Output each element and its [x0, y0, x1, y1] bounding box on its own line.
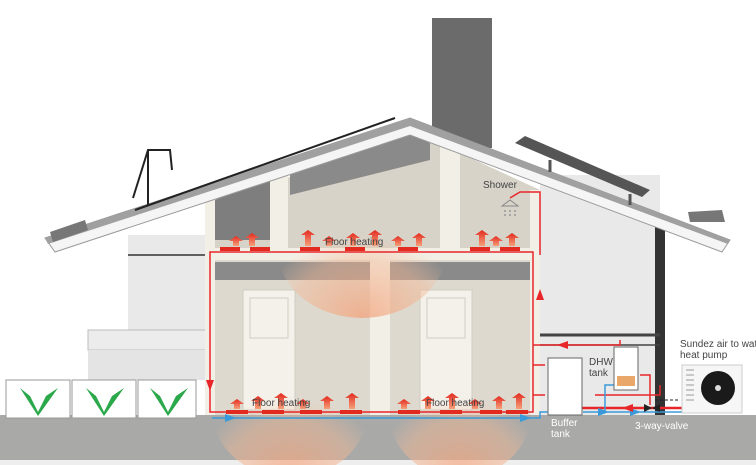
ground [0, 415, 756, 460]
dhw-tank-label-2: tank [589, 368, 609, 379]
heat-arrows [220, 230, 528, 414]
three-way-valve-icon [644, 399, 680, 412]
heat-arrow-icon [320, 396, 334, 409]
heat-arrow-icon [229, 236, 243, 246]
planters [5, 379, 197, 419]
heat-arrow-icon [397, 399, 411, 409]
floor-heater-pad [345, 247, 365, 251]
heat-arrow-icon [368, 230, 382, 246]
hot-flow-arrow [206, 380, 214, 391]
heat-arrow-icon [230, 399, 244, 409]
shower-label: Shower [483, 180, 518, 191]
heat-arrow-icon [245, 233, 259, 246]
floor-heater-pad [500, 247, 520, 251]
heat-arrow-icon [492, 396, 506, 409]
buffer-tank-label: Buffer [551, 418, 578, 429]
heat-arrow-icon [296, 399, 310, 409]
heat-arrow-icon [274, 393, 288, 409]
hot-flow-arrow [622, 404, 633, 412]
buffer-tank-label-2: tank [551, 429, 571, 440]
heat-arrow-icon [421, 396, 435, 409]
heat-arrow-icon [412, 233, 426, 246]
cold-flow-arrow [520, 414, 531, 422]
roof [44, 117, 731, 253]
floor-heater-pad [300, 410, 322, 414]
floor-heater-pad [262, 410, 284, 414]
floor-heater-pad [506, 410, 528, 414]
floor-heater-pad [250, 247, 270, 251]
heat-pump-unit [681, 364, 743, 414]
heat-arrow-icon [391, 236, 405, 246]
solar-panel-left [132, 117, 396, 211]
floor-heater-pad [440, 410, 462, 414]
floor-heating-label-top: Floor heating [325, 237, 383, 248]
solar-panel-right [515, 136, 650, 205]
heat-arrow-icon [445, 393, 459, 409]
floor-heater-pad [480, 410, 502, 414]
floor-heater-pad [398, 410, 420, 414]
floor-heating-label-right: Floor heating [426, 398, 484, 409]
heat-arrow-icon [322, 236, 336, 246]
heat-arrow-icon [251, 396, 265, 409]
heat-arrow-icon [489, 236, 503, 246]
heat-glow-right [388, 342, 532, 465]
floor-heater-pad [470, 247, 490, 251]
three-way-valve-label: 3-way-valve [635, 421, 689, 432]
cold-flow-arrow [225, 414, 236, 422]
chimney [432, 18, 492, 148]
floor-heater-pad [398, 247, 418, 251]
floor-heater-pad [226, 410, 248, 414]
heat-arrow-icon [475, 230, 489, 246]
floor-heater-pad [340, 410, 362, 414]
shower-icon [500, 199, 520, 216]
heat-arrow-icon [345, 393, 359, 409]
floor-heater-pad [220, 247, 240, 251]
floor-heater-pad [300, 247, 320, 251]
heat-glow-left [212, 342, 368, 465]
heat-arrow-icon [505, 233, 519, 246]
dhw-tank-label: DHW [589, 357, 613, 368]
heat-pump-label-2: heat pump [680, 350, 728, 361]
heat-arrow-icon [346, 233, 360, 246]
heat-arrow-icon [468, 399, 482, 409]
cold-flow-arrow [598, 408, 609, 416]
heat-arrow-icon [301, 230, 315, 246]
left-wing-wall [128, 235, 218, 335]
heat-arrow-icon [512, 393, 526, 409]
buffer-tank [547, 357, 583, 416]
floor-heating-label-left: Floor heating [252, 398, 310, 409]
hot-flow-arrow [557, 341, 568, 349]
heat-pump-label: Sundez air to wat [680, 339, 756, 350]
dhw-coil [617, 376, 635, 386]
hot-flow-arrow [536, 289, 544, 300]
